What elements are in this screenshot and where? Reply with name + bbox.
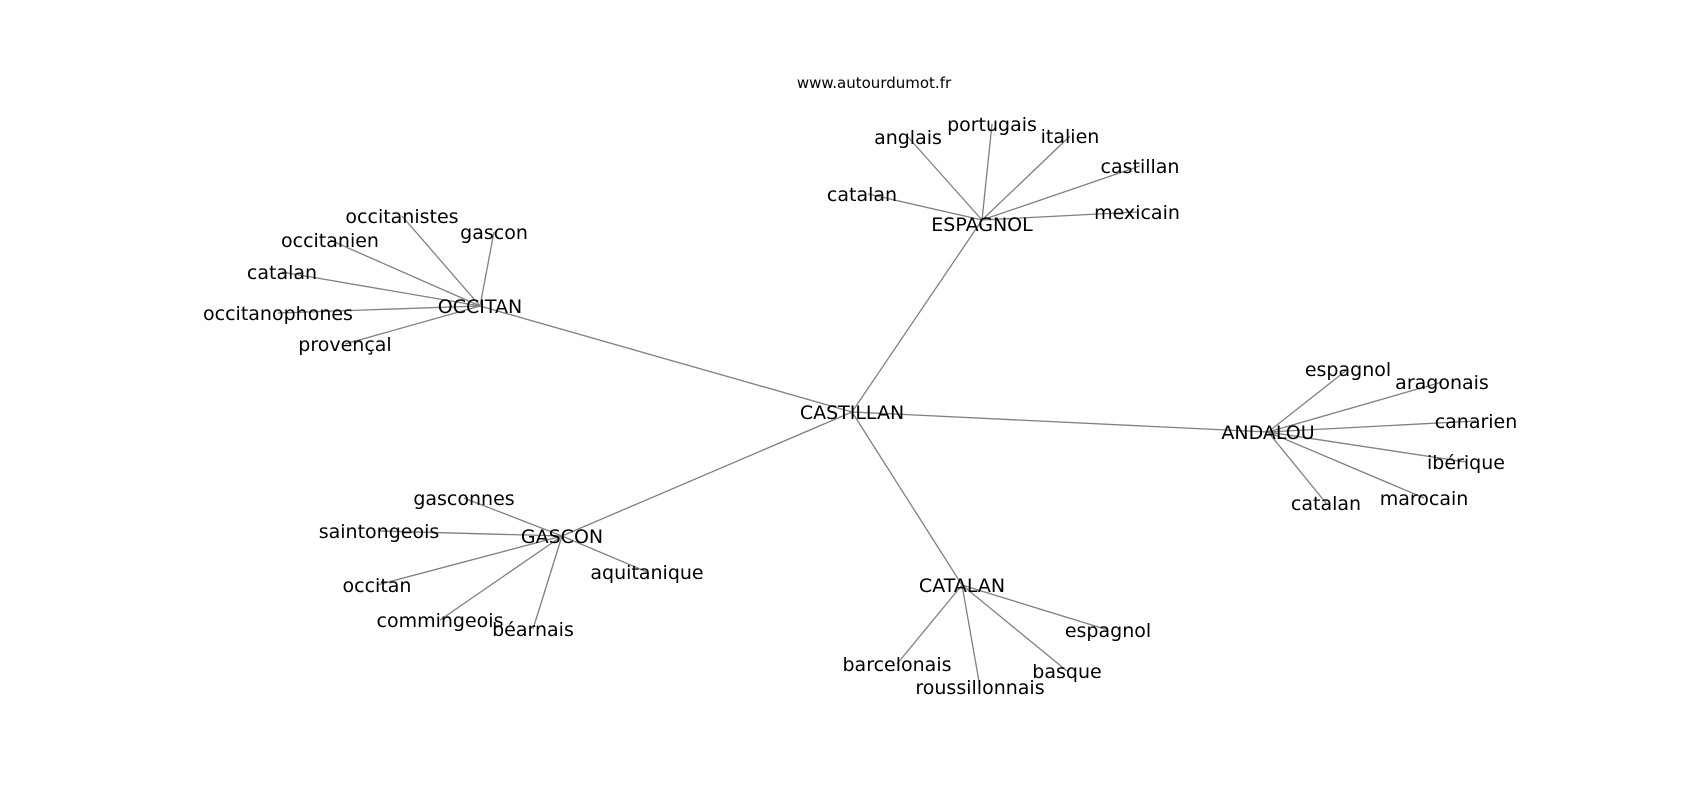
node-word-gascon-0[interactable]: gasconnes — [413, 488, 514, 510]
edge-andalou-word-0 — [1267, 368, 1349, 433]
node-word-catalan-1[interactable]: basque — [1032, 661, 1101, 683]
edge-andalou-word-2 — [1267, 420, 1477, 433]
edge-espagnol-word-1 — [907, 136, 983, 221]
edge-catalan-word-2 — [961, 584, 981, 688]
node-word-espagnol-3[interactable]: italien — [1041, 126, 1100, 148]
node-word-occitan-3[interactable]: catalan — [247, 262, 317, 284]
node-word-occitan-1[interactable]: gascon — [460, 222, 528, 244]
edge-espagnol-word-2 — [981, 123, 993, 221]
node-hub-andalou[interactable]: ANDALOU — [1221, 422, 1314, 444]
node-word-occitan-2[interactable]: occitanien — [281, 230, 379, 252]
node-hub-occitan[interactable]: OCCITAN — [438, 296, 522, 318]
edge-gascon-word-4 — [439, 535, 563, 621]
edge-andalou-word-5 — [1267, 431, 1327, 504]
node-word-andalou-4[interactable]: marocain — [1380, 488, 1469, 510]
edges — [277, 123, 1477, 688]
node-word-gascon-3[interactable]: occitan — [343, 575, 412, 597]
edge-andalou-word-4 — [1267, 431, 1425, 499]
node-hub-gascon[interactable]: GASCON — [521, 526, 603, 548]
edge-occitan-word-3 — [281, 271, 481, 307]
node-hub-catalan[interactable]: CATALAN — [919, 575, 1005, 597]
edge-gascon-word-3 — [376, 535, 563, 586]
node-center-castillan[interactable]: CASTILLAN — [800, 402, 904, 424]
node-word-espagnol-2[interactable]: portugais — [947, 114, 1037, 136]
edge-gascon-word-1 — [378, 530, 563, 537]
edge-catalan-word-1 — [961, 584, 1068, 672]
edge-espagnol-word-5 — [981, 211, 1138, 221]
node-word-catalan-0[interactable]: espagnol — [1065, 620, 1151, 642]
node-word-andalou-3[interactable]: ibérique — [1427, 452, 1505, 474]
node-word-gascon-2[interactable]: aquitanique — [590, 562, 703, 584]
node-word-gascon-5[interactable]: béarnais — [492, 619, 574, 641]
edge-espagnol-word-3 — [981, 135, 1071, 221]
edge-occitan-word-2 — [329, 239, 481, 307]
edge-castillan-andalou — [851, 411, 1269, 433]
node-word-gascon-1[interactable]: saintongeois — [319, 521, 440, 543]
node-word-catalan-3[interactable]: barcelonais — [843, 654, 952, 676]
edge-occitan-word-4 — [277, 305, 481, 314]
edge-castillan-occitan — [479, 305, 853, 413]
node-word-gascon-4[interactable]: commingeois — [377, 610, 504, 632]
edge-espagnol-word-4 — [981, 165, 1141, 221]
edge-andalou-word-1 — [1267, 381, 1443, 433]
node-word-andalou-2[interactable]: canarien — [1435, 411, 1518, 433]
edge-catalan-word-3 — [896, 584, 963, 665]
edge-espagnol-word-0 — [867, 193, 983, 221]
edge-occitan-word-1 — [479, 231, 495, 307]
edge-gascon-word-5 — [532, 535, 563, 630]
node-word-andalou-5[interactable]: catalan — [1291, 493, 1361, 515]
edge-castillan-catalan — [851, 411, 963, 586]
source-label: www.autourdumot.fr — [797, 74, 952, 92]
node-word-andalou-1[interactable]: aragonais — [1395, 372, 1489, 394]
edge-gascon-word-0 — [463, 497, 563, 537]
node-hub-espagnol[interactable]: ESPAGNOL — [931, 214, 1033, 236]
edge-occitan-word-0 — [401, 215, 481, 307]
edge-gascon-word-2 — [561, 535, 648, 573]
node-word-occitan-0[interactable]: occitanistes — [345, 206, 458, 228]
node-word-espagnol-0[interactable]: catalan — [827, 184, 897, 206]
node-word-andalou-0[interactable]: espagnol — [1305, 359, 1391, 381]
node-word-occitan-5[interactable]: provençal — [298, 334, 391, 356]
node-word-espagnol-1[interactable]: anglais — [874, 127, 942, 149]
labels: CASTILLAN ESPAGNOL catalan anglaisportugais… — [203, 114, 1517, 699]
edge-castillan-gascon — [561, 411, 853, 537]
edge-catalan-word-0 — [961, 584, 1109, 631]
edge-andalou-word-3 — [1267, 431, 1467, 463]
node-word-catalan-2[interactable]: roussillonnais — [915, 677, 1044, 699]
edge-castillan-espagnol — [851, 219, 983, 413]
edge-occitan-word-5 — [344, 305, 481, 345]
node-word-occitan-4[interactable]: occitanophones — [203, 303, 353, 325]
node-word-espagnol-4[interactable]: castillan — [1101, 156, 1180, 178]
node-word-espagnol-5[interactable]: mexicain — [1094, 202, 1180, 224]
